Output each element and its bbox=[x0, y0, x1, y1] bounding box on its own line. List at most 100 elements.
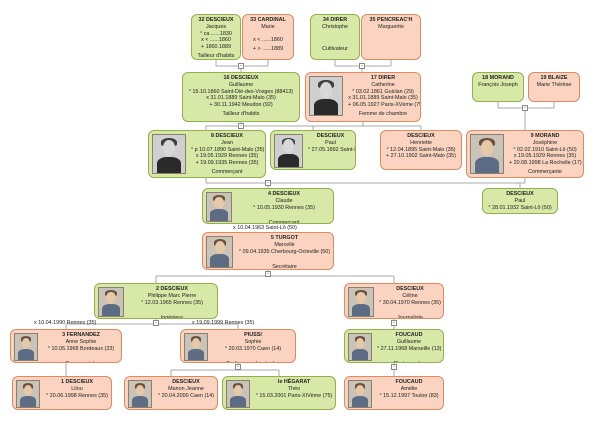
collapse-toggle[interactable]: - bbox=[522, 105, 528, 111]
person-detail: + 1860.1889 bbox=[200, 44, 232, 50]
person-name: 2 DESCIEUX bbox=[155, 286, 189, 292]
person-name: le HÉGARAT bbox=[277, 379, 311, 385]
person-detail bbox=[245, 31, 291, 38]
person-detail: x 19.05.1929 Rennes (35) bbox=[513, 153, 577, 160]
collapse-toggle[interactable]: - bbox=[265, 180, 271, 186]
collapse-toggle[interactable]: - bbox=[359, 63, 365, 69]
person-detail: Ingénieur bbox=[160, 315, 184, 319]
person-firstname: Sophie bbox=[244, 338, 262, 345]
person-photo bbox=[98, 287, 124, 317]
collapse-toggle[interactable]: - bbox=[235, 364, 241, 370]
person-firstname: Amélie bbox=[400, 385, 418, 392]
collapse-toggle[interactable]: - bbox=[265, 271, 271, 277]
person-detail: Tailleur d'habits bbox=[197, 52, 235, 59]
person-name: FOUCAUD bbox=[395, 332, 423, 338]
collapse-toggle[interactable]: - bbox=[153, 320, 159, 326]
person-detail: Commerçant bbox=[268, 220, 300, 224]
collapse-toggle[interactable]: - bbox=[391, 364, 397, 370]
person-detail bbox=[43, 352, 119, 359]
person-firstname: Paul bbox=[514, 197, 526, 204]
person-name: 5 TURGOT bbox=[270, 235, 299, 241]
person-firstname: Philippe Marc Pierre bbox=[147, 292, 197, 299]
person-detail: x 19.05.1929 Rennes (35) bbox=[195, 153, 259, 160]
person-detail: ° 12.04.1895 Saint-Malo (35) bbox=[386, 146, 456, 153]
person-firstname: Marie bbox=[261, 23, 275, 30]
person-name: 16 DESCIEUX bbox=[223, 75, 259, 81]
person-detail bbox=[237, 211, 331, 218]
person-name: 34 DIRER bbox=[322, 17, 348, 23]
person-name: 32 DESCIEUX bbox=[198, 17, 234, 23]
marriage-label: x 10.04.1990 Rennes (35) bbox=[34, 320, 97, 326]
marriage-label: x 19.09.1999 Rennes (35) bbox=[192, 320, 255, 326]
person-detail: Tailleur d'habits bbox=[222, 110, 260, 117]
person-name: 9 MORAND bbox=[530, 133, 560, 139]
person-detail: ° p 10.07.1890 Saint-Malo (35) bbox=[191, 146, 265, 153]
person-photo bbox=[206, 236, 233, 268]
person-name: 8 DESCIEUX bbox=[210, 133, 244, 139]
person-detail: x < ......1860 bbox=[201, 37, 231, 44]
person-photo bbox=[274, 134, 303, 168]
person-detail: + 27.10.1902 Saint-Malo (35) bbox=[386, 153, 456, 160]
person-photo bbox=[128, 380, 152, 408]
person-firstname: Guillaume bbox=[228, 81, 254, 88]
person-detail: ° 15.03.2001 Paris-XIVème (75) bbox=[255, 392, 333, 399]
person-firstname: Christophe bbox=[321, 23, 349, 30]
person-detail: Photographe bbox=[377, 361, 441, 362]
person-firstname: Céline bbox=[402, 292, 418, 299]
person-detail: ° 20.04.2000 Caen (14) bbox=[157, 392, 215, 399]
collapse-toggle[interactable]: - bbox=[391, 320, 397, 326]
person-detail: + 06.05.1927 Paris-XVème (75) bbox=[348, 102, 421, 108]
person-detail: x 31.01.1889 Saint-Malo (35) bbox=[348, 95, 418, 102]
person-name: DESCIEUX bbox=[316, 133, 345, 139]
person-name: 18 MORAND bbox=[482, 75, 514, 81]
person-firstname: Théo bbox=[287, 385, 301, 392]
person-detail: Professeur des écoles bbox=[213, 361, 293, 362]
person-firstname: Henriette bbox=[410, 139, 432, 146]
person-detail bbox=[129, 306, 215, 313]
person-firstname: Claude bbox=[275, 197, 293, 204]
person-detail: ° 28.01.1932 Saint-Lô (50) bbox=[488, 204, 552, 211]
person-detail: Commerçante bbox=[528, 168, 562, 175]
person-firstname: Paul bbox=[325, 139, 336, 146]
person-detail: ° ca ......1830 bbox=[200, 30, 232, 37]
person-detail: ° 10.05.1930 Rennes (35) bbox=[253, 204, 315, 211]
collapse-toggle[interactable]: - bbox=[238, 123, 244, 129]
person-detail bbox=[213, 352, 293, 359]
person-detail bbox=[313, 37, 357, 44]
person-firstname: Jacques bbox=[205, 23, 227, 30]
person-photo bbox=[309, 76, 343, 116]
person-detail bbox=[377, 352, 441, 359]
person-detail: Commerciale bbox=[43, 361, 119, 362]
collapse-toggle[interactable]: - bbox=[238, 63, 244, 69]
person-detail: ° 03.02.1861 Guiclan (29) bbox=[352, 88, 414, 95]
person-detail: ° 02.02.1910 Saint-Lô (50) bbox=[513, 146, 577, 153]
person-detail: + 30.11.1942 Meudon (92) bbox=[209, 102, 273, 108]
person-detail: ° 12.03.1965 Rennes (35) bbox=[141, 299, 203, 306]
person-photo bbox=[152, 134, 186, 174]
